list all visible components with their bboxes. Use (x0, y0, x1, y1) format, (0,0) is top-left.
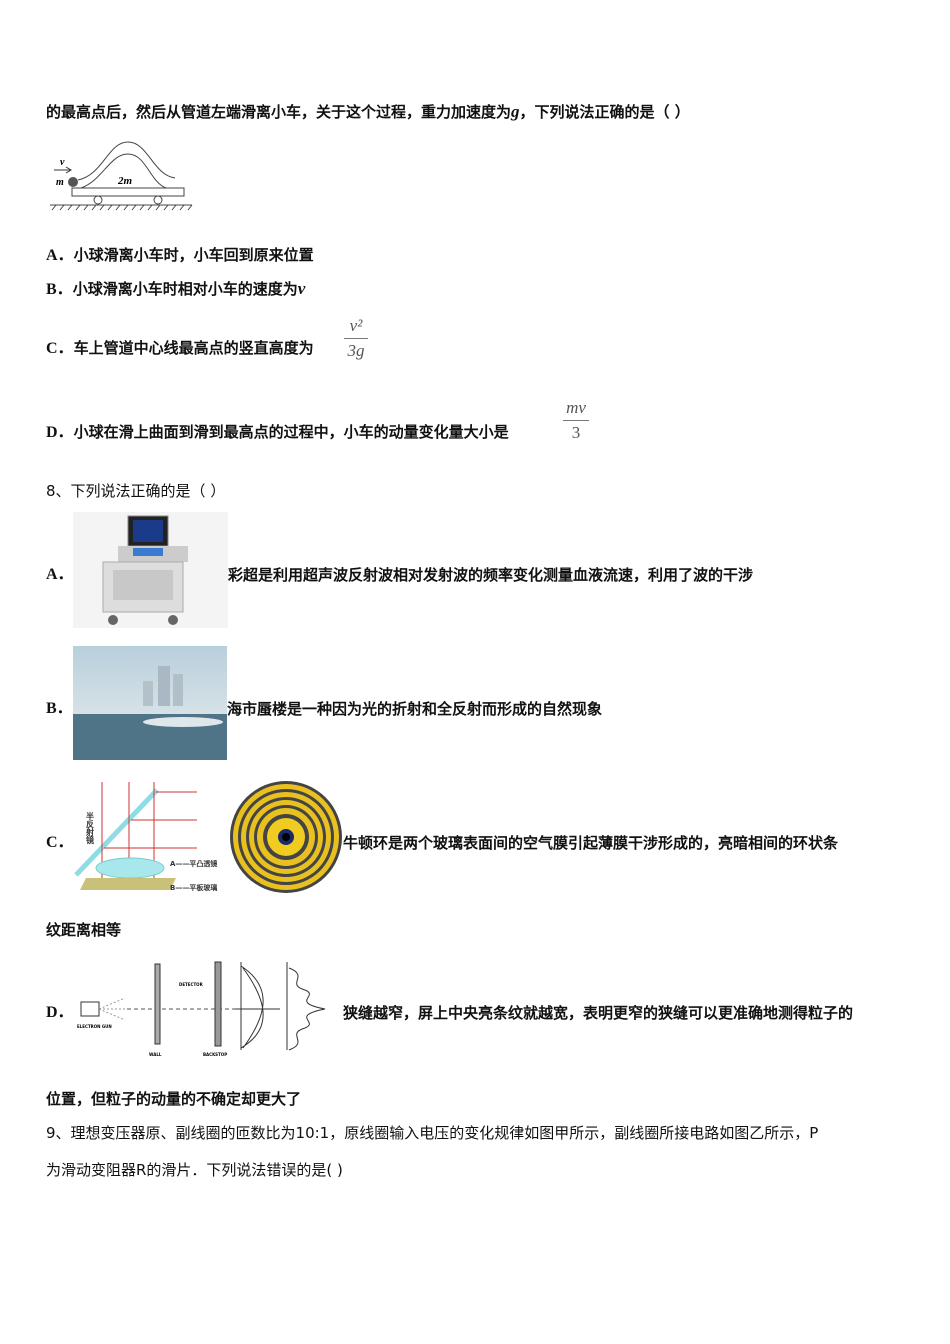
numerator: mv (566, 398, 586, 417)
q7-option-c: C．车上管道中心线最高点的竖直高度为 (46, 338, 314, 359)
ultrasound-machine-image (73, 512, 228, 628)
q7-stem-text: 的最高点后，然后从管道左端滑离小车，关于这个过程，重力加速度为 (46, 103, 512, 121)
lens-label: A——平凸透镜 (170, 859, 217, 868)
fraction-v2-over-3g: v² 3g (344, 316, 368, 361)
q8-option-b-text: 海市蜃楼是一种因为光的折射和全反射而形成的自然现象 (227, 700, 603, 718)
q8-option-b-label: B． (46, 700, 73, 717)
q8-option-c-text-cont: 纹距离相等 (46, 921, 122, 939)
option-label: C． (46, 340, 74, 357)
q7-stem-end: ，下列说法正确的是（ ） (519, 103, 690, 121)
q8-option-d-text-cont: 位置，但粒子的动量的不确定却更大了 (46, 1090, 302, 1108)
fig-label-v: v (60, 157, 65, 168)
q8-option-d-text: 狭缝越窄，屏上中央亮条纹就越宽，表明更窄的狭缝可以更准确地测得粒子的 (343, 1004, 854, 1022)
q8-stem: 8、下列说法正确的是（ ） (46, 482, 226, 500)
var-v: v (297, 279, 306, 298)
mirage-photo (73, 646, 227, 760)
double-slit-electron-diagram: ELECTRON GUN WALL DETECTOR BACKSTOP (77, 961, 326, 1057)
detector-label: DETECTOR (179, 982, 203, 987)
q8-option-a-label: A． (46, 566, 74, 583)
option-label: D． (46, 424, 74, 441)
q9-stem-line1: 9、理想变压器原、副线圈的匝数比为10:1，原线圈输入电压的变化规律如图甲所示，… (46, 1124, 819, 1142)
half-mirror-label: 半反射镜 (86, 811, 95, 845)
option-text: 小球滑离小车时相对小车的速度为 (72, 280, 298, 298)
option-text: 小球在滑上曲面到滑到最高点的过程中，小车的动量变化量大小是 (73, 423, 509, 441)
ball (68, 177, 78, 187)
cart-tube-figure: v m 2m (50, 141, 193, 211)
q8-option-d-label: D． (46, 1004, 74, 1021)
q8-option-a-text: 彩超是利用超声波反射波相对发射波的频率变化测量血液流速，利用了波的干涉 (228, 566, 754, 584)
wall-label: WALL (149, 1052, 162, 1057)
var-g: g (511, 102, 520, 121)
gun-label: ELECTRON GUN (77, 1024, 112, 1029)
backstop-label: BACKSTOP (203, 1052, 227, 1057)
q7-option-b: B．小球滑离小车时相对小车的速度为v (46, 279, 305, 300)
denominator: 3g (347, 341, 365, 360)
q7-option-d: D．小球在滑上曲面到滑到最高点的过程中，小车的动量变化量大小是 (46, 422, 509, 443)
denominator: 3 (571, 423, 581, 442)
fig-label-m: m (56, 177, 64, 188)
fraction-mv-over-3: mv 3 (563, 398, 589, 443)
fig-label-2m: 2m (117, 175, 133, 187)
numerator: v² (349, 316, 363, 335)
q9-stem-line2: 为滑动变阻器R的滑片．下列说法错误的是( ) (46, 1161, 343, 1179)
q8-option-c-label: C． (46, 834, 74, 851)
option-text: 车上管道中心线最高点的竖直高度为 (73, 339, 314, 357)
newton-ring-setup-diagram: 半反射镜 A——平凸透镜 B——平板玻璃 (74, 782, 217, 892)
option-text: 小球滑离小车时，小车回到原来位置 (73, 246, 314, 264)
option-label: A． (46, 247, 74, 264)
q7-stem: 的最高点后，然后从管道左端滑离小车，关于这个过程，重力加速度为g，下列说法正确的… (46, 102, 690, 122)
option-label: B． (46, 281, 73, 298)
q8-option-c-text: 牛顿环是两个玻璃表面间的空气膜引起薄膜干涉形成的，亮暗相间的环状条 (343, 834, 839, 852)
q7-option-a: A．小球滑离小车时，小车回到原来位置 (46, 245, 314, 266)
plate-label: B——平板玻璃 (170, 883, 217, 892)
cart (71, 187, 185, 197)
newton-rings-image (230, 781, 342, 893)
